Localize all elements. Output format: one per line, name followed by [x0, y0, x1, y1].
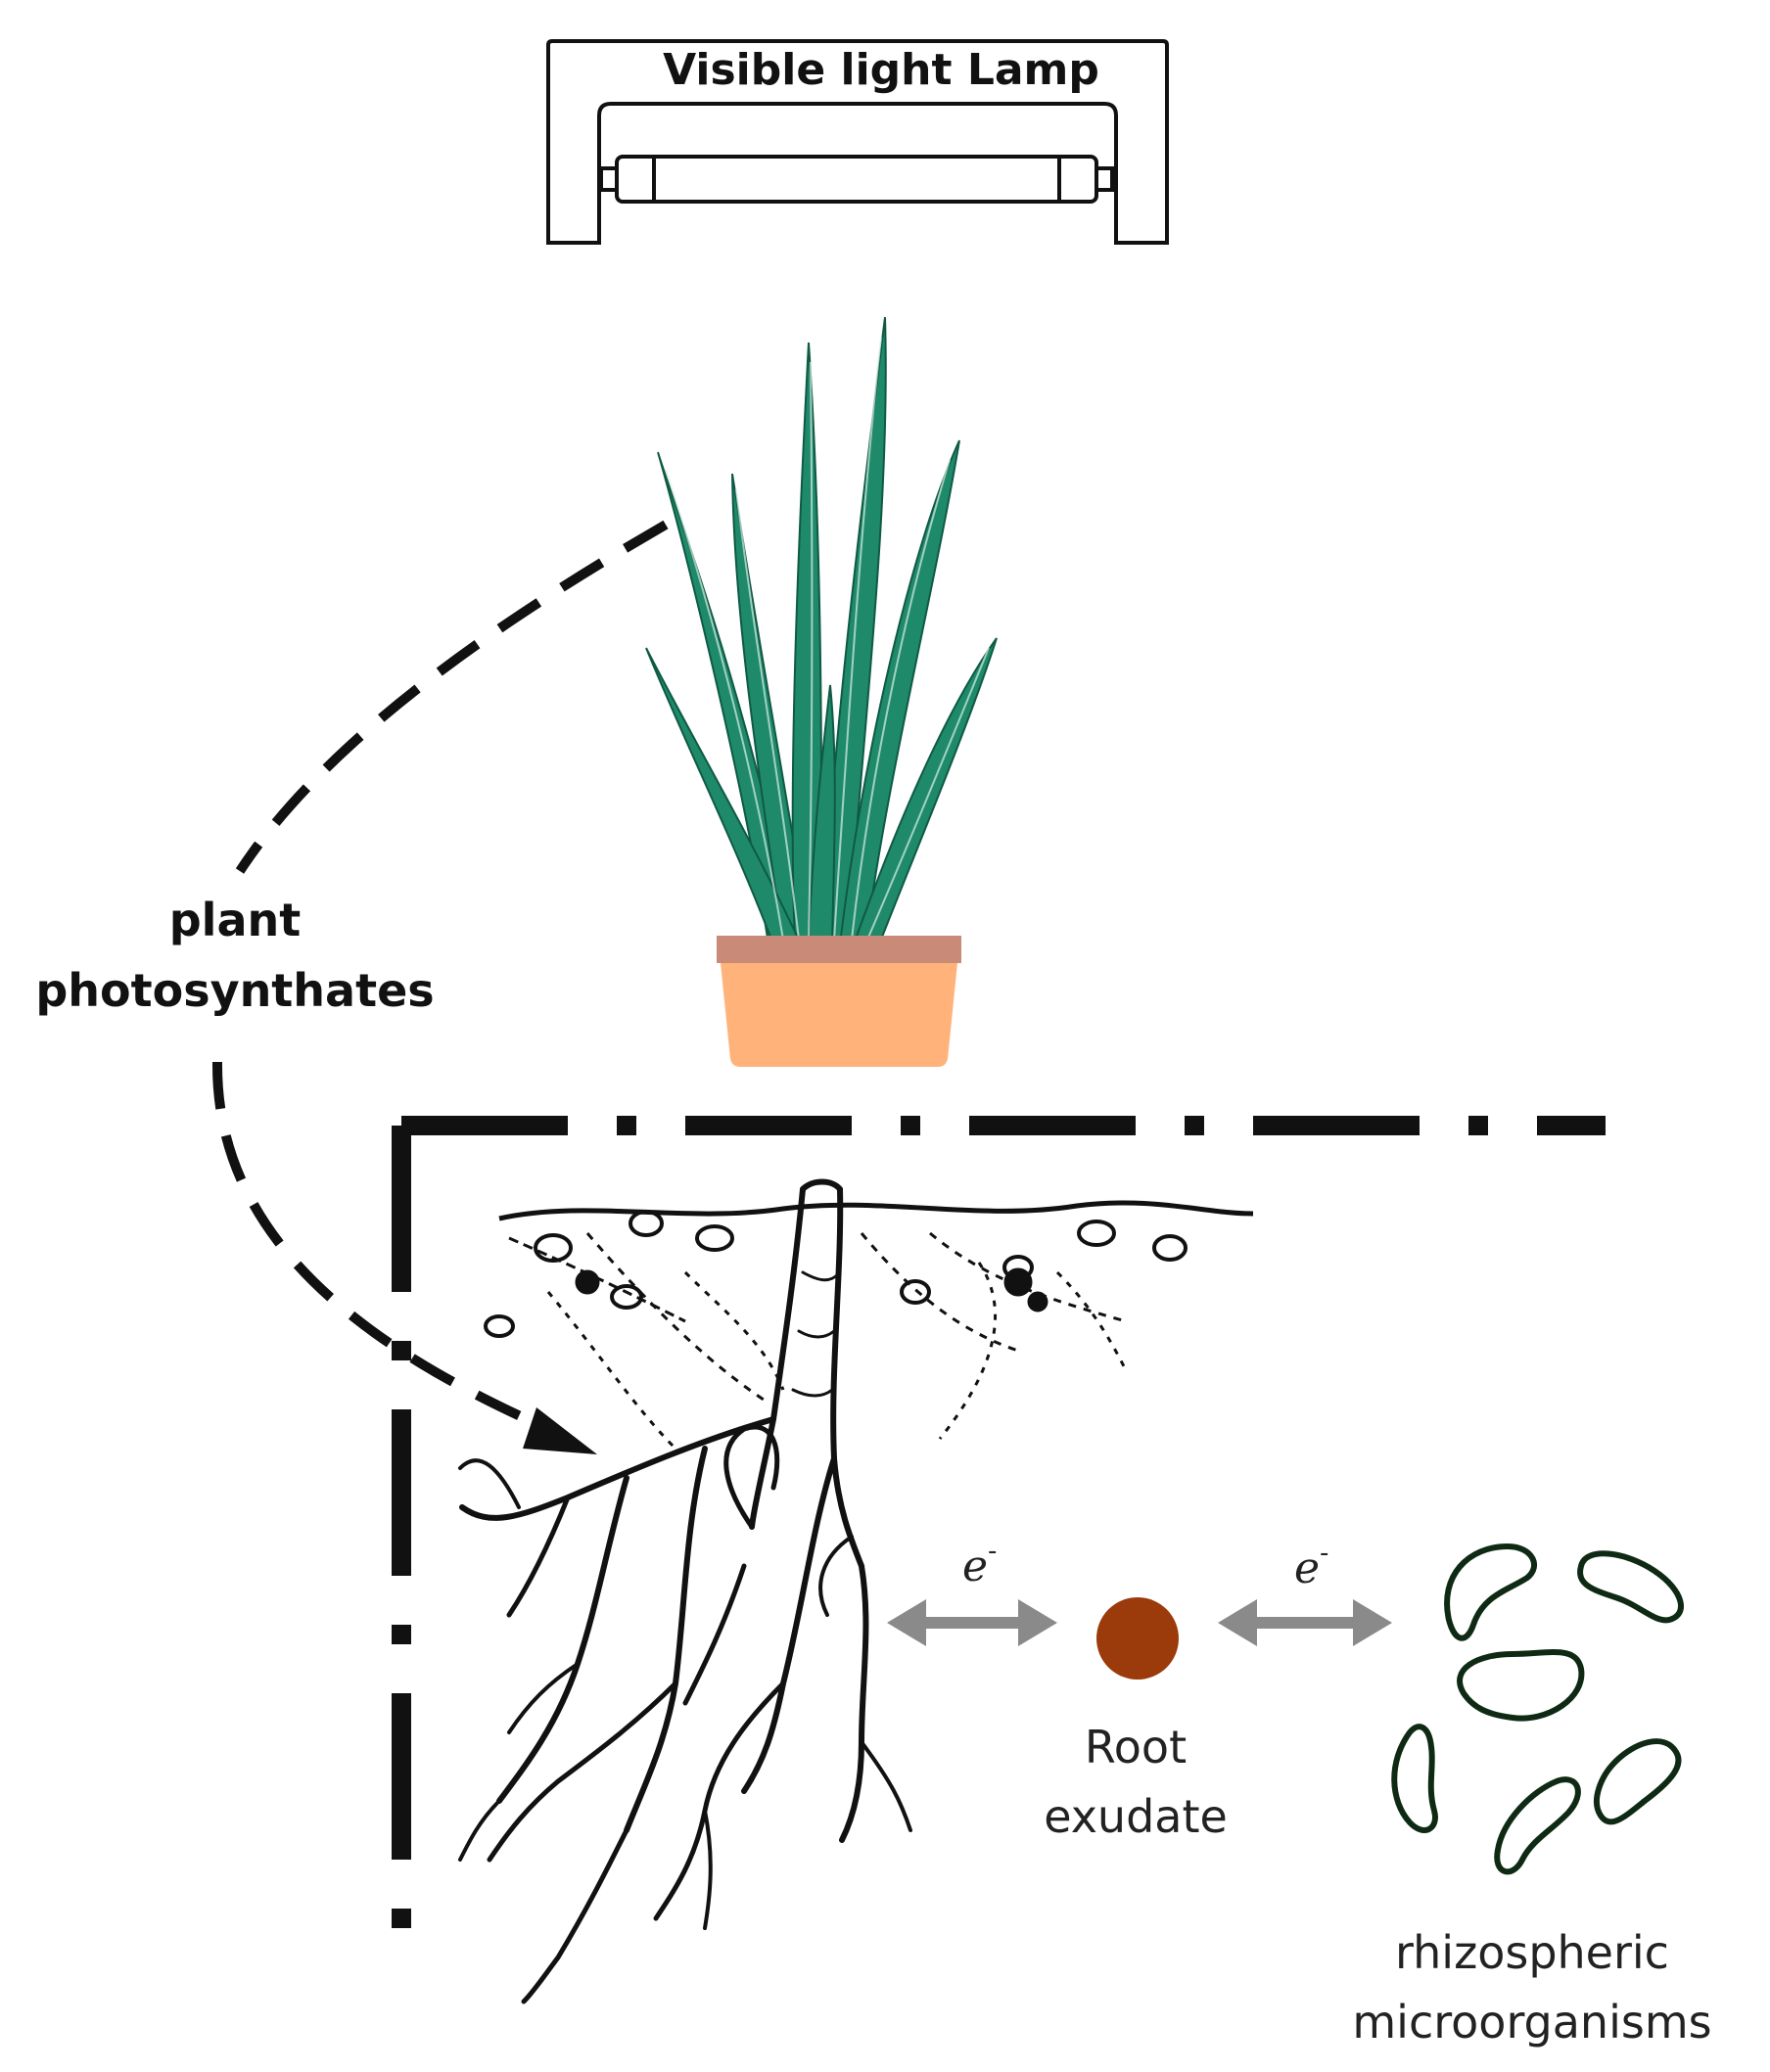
photosynthates-label-line1: plant — [168, 894, 302, 946]
stone — [610, 1284, 643, 1310]
stone — [1077, 1220, 1116, 1247]
lamp-pin-right — [1095, 166, 1114, 192]
soil-clump — [1027, 1291, 1048, 1312]
leaf — [645, 647, 803, 945]
arrow-head — [523, 1407, 597, 1454]
dashed-curve-upper — [235, 520, 669, 874]
leaf — [807, 684, 836, 945]
microbe — [1494, 1776, 1581, 1875]
electron-symbol: e — [1294, 1543, 1321, 1593]
electron-label-left: e- — [962, 1537, 997, 1591]
stone — [629, 1210, 664, 1237]
taproot-cap — [800, 1178, 843, 1192]
taproot-outline-left — [749, 1186, 806, 1530]
microbe — [1457, 1649, 1585, 1722]
electron-charge: - — [988, 1537, 998, 1566]
microbe — [1577, 1550, 1684, 1624]
root-exudate-label-line1: Root — [1084, 1721, 1188, 1773]
stone — [695, 1224, 734, 1252]
lamp-icon — [546, 39, 1169, 245]
stone — [1152, 1234, 1188, 1262]
photosynthates-label-line2: photosynthates — [35, 963, 435, 1017]
root-exudate-label-line2: exudate — [1044, 1790, 1228, 1844]
soil-region-border — [392, 1116, 1606, 1948]
leaf — [838, 439, 960, 945]
soil-clump — [575, 1269, 600, 1295]
microbe — [1391, 1724, 1438, 1833]
double-arrow-right — [1218, 1599, 1392, 1646]
root-exudate-dot — [1096, 1597, 1179, 1680]
root-exudate-label: Root exudate — [1008, 1713, 1263, 1853]
leaf-veins — [665, 337, 990, 941]
lamp-housing — [546, 39, 1169, 245]
lamp-pin-left — [599, 166, 619, 192]
lamp-label: Visible light Lamp — [663, 45, 1099, 95]
photosynthates-arrow — [211, 520, 669, 1454]
stone — [484, 1314, 515, 1338]
leaves — [645, 316, 998, 945]
taproot-outline-right — [830, 1186, 864, 1569]
microorganisms-label-line2: microorganisms — [1352, 1996, 1712, 2049]
soil-surface — [484, 1200, 1254, 1450]
microorganisms-label-line1: rhizospheric — [1395, 1926, 1669, 1979]
photosynthates-label: plant photosynthates — [29, 886, 441, 1027]
pot-body — [721, 963, 957, 1067]
dashed-curve-lower — [211, 1061, 551, 1434]
pot-rim — [717, 936, 961, 963]
plant-icon — [645, 316, 998, 1067]
leaf — [731, 473, 813, 945]
electron-arrows — [887, 1599, 1392, 1646]
stone — [534, 1233, 573, 1263]
lamp-tube — [615, 155, 1098, 204]
double-arrow-left — [887, 1599, 1057, 1646]
electron-label-right: e- — [1294, 1539, 1328, 1593]
soil-clump — [1003, 1267, 1033, 1297]
microorganisms-label: rhizospheric microorganisms — [1302, 1918, 1762, 2058]
leaf — [657, 451, 800, 945]
electron-symbol: e — [962, 1542, 989, 1591]
microorganisms-icon — [1391, 1542, 1684, 1875]
microbe — [1594, 1738, 1682, 1825]
root-system — [458, 1178, 912, 2004]
stone — [900, 1279, 931, 1305]
electron-charge: - — [1320, 1539, 1329, 1568]
microbe — [1444, 1542, 1538, 1641]
